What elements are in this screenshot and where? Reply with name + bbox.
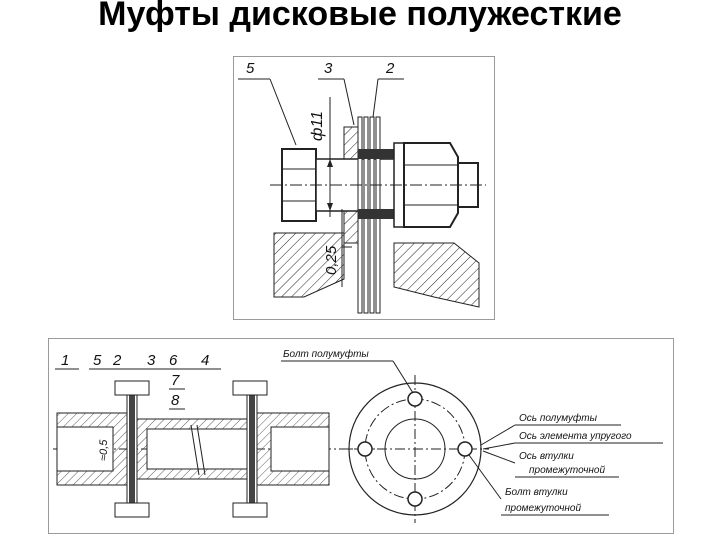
annotation-bolt-sleeve-1: Болт втулки: [505, 487, 568, 498]
assembly-gap-label: ≈0,5: [98, 439, 110, 461]
callout-7: 7: [171, 372, 180, 389]
bolt-hole-right: [457, 441, 473, 457]
callout-3: 3: [324, 60, 333, 77]
callout-3: 3: [147, 352, 156, 369]
callout-2: 2: [385, 60, 395, 77]
callout-labels: 5 3 2: [238, 60, 404, 146]
disc-pack: [357, 116, 394, 314]
dimension-diameter: ф11: [309, 97, 333, 217]
coupling-assembly-svg: 1 5 2 3 6 4 7 8: [53, 348, 663, 523]
callout-6: 6: [169, 352, 178, 369]
intermediate-sleeve: [136, 418, 248, 480]
bolt-hole-top: [407, 391, 423, 407]
left-half-coupling: [56, 412, 128, 486]
annotation-axis-sleeve-1: Ось втулки: [519, 451, 574, 462]
annotation-axis-elastic-element: Ось элемента упругого: [519, 431, 632, 442]
callout-5: 5: [246, 60, 255, 77]
bolt-hole-left: [357, 441, 373, 457]
annotation-bolt-half-coupling: Болт полумуфты: [283, 348, 369, 360]
callout-1: 1: [61, 352, 69, 369]
callout-2: 2: [112, 352, 122, 369]
right-disc-pack: [232, 380, 268, 518]
coupling-assembly-drawing: 1 5 2 3 6 4 7 8: [48, 338, 674, 534]
bolt-joint-detail-svg: 5 3 2: [238, 60, 486, 314]
diameter-label: ф11: [309, 111, 326, 141]
callout-5: 5: [93, 352, 102, 369]
dimension-gap: 0,25: [323, 209, 352, 287]
bolt-joint-detail-drawing: 5 3 2: [233, 56, 495, 320]
assembly-callouts: 1 5 2 3 6 4 7 8: [55, 352, 221, 410]
callout-8: 8: [171, 392, 180, 409]
callout-4: 4: [201, 352, 209, 369]
annotation-bolt-sleeve-2: промежуточной: [505, 503, 581, 514]
bolt-hole-bottom: [407, 491, 423, 507]
annotation-axis-sleeve-2: промежуточной: [529, 465, 605, 476]
slide-title: Муфты дисковые полужесткие: [98, 0, 622, 33]
end-view-annotations: Болт полумуфты Ось полумуфты Ось элемент…: [281, 348, 663, 516]
right-half-coupling: [256, 412, 330, 486]
end-view: [341, 375, 489, 523]
gap-label: 0,25: [323, 245, 340, 275]
annotation-axis-half-coupling: Ось полумуфты: [519, 412, 598, 424]
